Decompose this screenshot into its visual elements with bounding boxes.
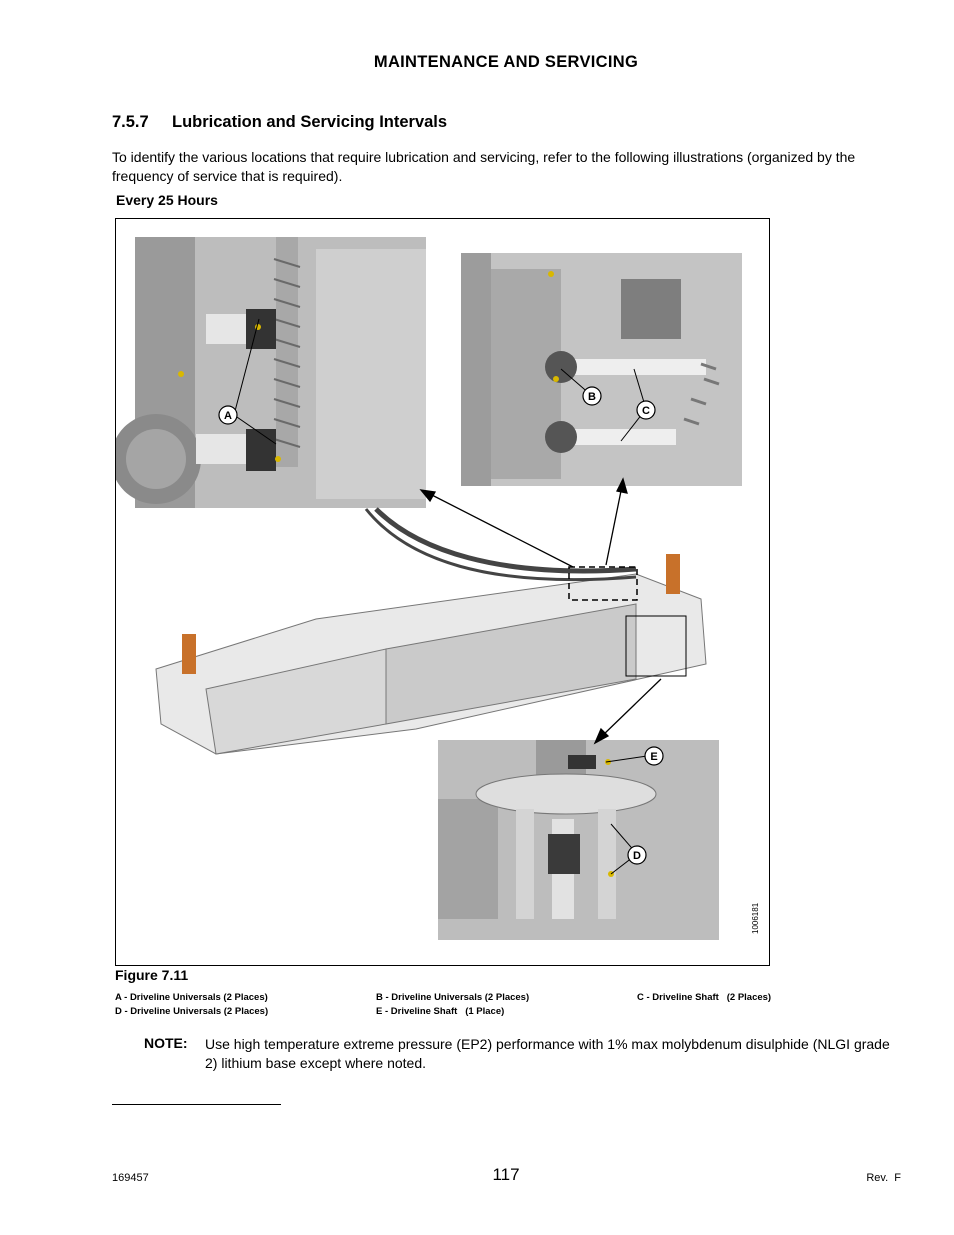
interval-subheading: Every 25 Hours (116, 192, 218, 208)
legend-item-a: A - Driveline Universals (2 Places) (115, 992, 268, 1003)
detail-a-view (111, 237, 426, 508)
section-number: 7.5.7 (112, 113, 149, 131)
figure-image-id: 1006181 (751, 902, 760, 934)
note-label: NOTE: (144, 1035, 188, 1051)
intro-paragraph: To identify the various locations that r… (112, 149, 856, 184)
section-heading: 7.5.7 Lubrication and Servicing Intervals (112, 113, 447, 132)
detail-de-view (438, 740, 722, 940)
footer-revision: Rev. F (866, 1172, 901, 1184)
footnote-divider (112, 1104, 281, 1105)
callout-a-label: A (224, 410, 232, 422)
callout-e: E (644, 746, 664, 766)
callout-e-label: E (650, 751, 657, 763)
page-header-title: MAINTENANCE AND SERVICING (373, 53, 639, 71)
footer-page-number: 117 (492, 1165, 520, 1184)
callout-c: C (636, 400, 656, 420)
callout-d: D (627, 845, 647, 865)
callout-d-label: D (633, 850, 641, 862)
legend-item-b: B - Driveline Universals (2 Places) (376, 992, 530, 1003)
detail-bc-view (461, 253, 742, 486)
legend-item-e: E - Driveline Shaft (1 Place) (376, 1006, 505, 1017)
legend-item-c: C - Driveline Shaft (2 Places) (637, 992, 772, 1003)
footer-doc-number: 169457 (112, 1172, 149, 1184)
figure-caption: Figure 7.11 (115, 967, 189, 983)
callout-b: B (582, 386, 602, 406)
note-text: Use high temperature extreme pressure (E… (205, 1036, 890, 1071)
figure-frame: A B C E D 1006181 (111, 218, 770, 966)
callout-c-label: C (642, 405, 650, 417)
section-title: Lubrication and Servicing Intervals (172, 113, 448, 131)
header-machine-view (155, 507, 707, 755)
callout-b-label: B (588, 391, 596, 403)
callout-a: A (218, 405, 238, 425)
legend-item-d: D - Driveline Universals (2 Places) (115, 1006, 269, 1017)
lubrication-illustration: A B C E D 1006181 (111, 237, 760, 940)
